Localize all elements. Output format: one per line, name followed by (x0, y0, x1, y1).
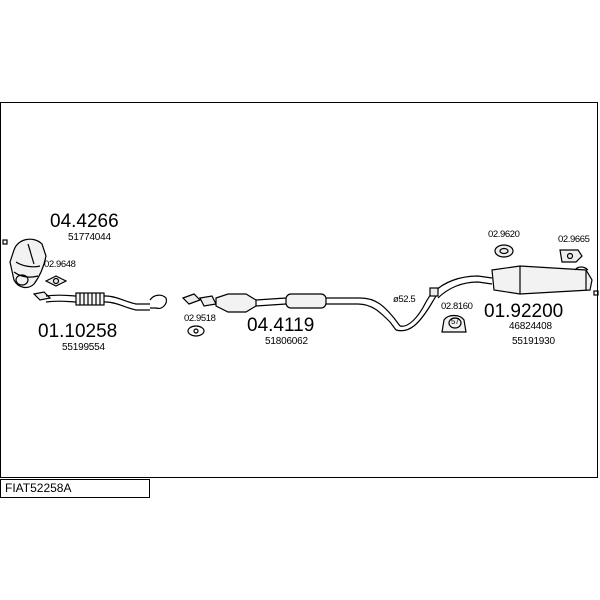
edge-marker-right (593, 290, 599, 296)
clamp-size: 57 (451, 317, 460, 326)
pipe-end-marker (429, 287, 439, 297)
rear-silencer-part-number: 01.92200 (484, 301, 564, 322)
edge-marker-left (2, 239, 8, 245)
hanger-b-part-number: 02.9665 (558, 234, 590, 245)
clamp-shape (441, 314, 467, 333)
hanger-b-shape (559, 249, 583, 263)
rear-silencer-oe-number-2: 55191930 (512, 336, 555, 347)
gasket-mid-part-number: 02.9518 (184, 313, 216, 324)
diagram-frame (0, 102, 598, 478)
diagram-code: FIAT52258A (0, 479, 150, 498)
catalyst-oe-number: 51774044 (68, 232, 111, 243)
rear-silencer-oe-number-1: 46824408 (509, 321, 552, 332)
center-cat-part-number: 04.4119 (247, 315, 315, 336)
front-pipe-shape (32, 291, 167, 311)
diameter-value: 52.5 (398, 294, 416, 305)
front-pipe-oe-number: 55199554 (62, 342, 105, 353)
catalyst-part-number: 04.4266 (50, 211, 119, 232)
gasket-front-part-number: 02.9648 (44, 259, 76, 270)
center-cat-shape (199, 291, 437, 332)
hanger-a-shape (494, 244, 514, 258)
diameter-symbol: ø (393, 294, 399, 305)
hanger-a-part-number: 02.9620 (488, 229, 520, 240)
rear-silencer-shape (491, 265, 593, 295)
center-cat-oe-number: 51806062 (265, 336, 308, 347)
clamp-part-number: 02.8160 (441, 301, 473, 312)
gasket-mid-shape (181, 293, 205, 337)
front-pipe-part-number: 01.10258 (38, 321, 118, 342)
gasket-front-shape (44, 275, 68, 287)
catalyst-shape (9, 238, 47, 289)
diameter-label: ø52.5 (393, 294, 416, 305)
